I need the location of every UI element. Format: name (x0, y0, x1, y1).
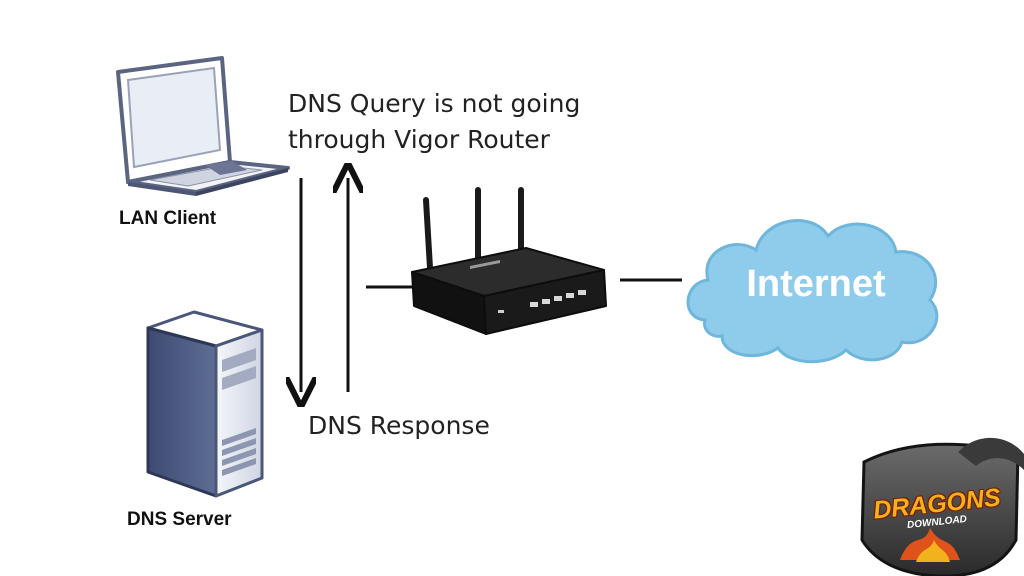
lan-client-label: LAN Client (119, 208, 217, 229)
dns-query-line-2: through Vigor Router (288, 125, 550, 154)
dns-server-label: DNS Server (127, 509, 232, 530)
cloud-icon (686, 219, 939, 364)
server-tower-icon (146, 310, 264, 498)
router-icon (411, 187, 607, 335)
dns-response-label: DNS Response (308, 411, 490, 440)
dns-query-note: DNS Query is not going through Vigor Rou… (288, 86, 580, 158)
dns-query-line-1: DNS Query is not going (288, 89, 581, 118)
internet-label: Internet (746, 263, 886, 305)
dragon-shield-logo (860, 437, 1024, 576)
laptop-icon (116, 56, 290, 196)
